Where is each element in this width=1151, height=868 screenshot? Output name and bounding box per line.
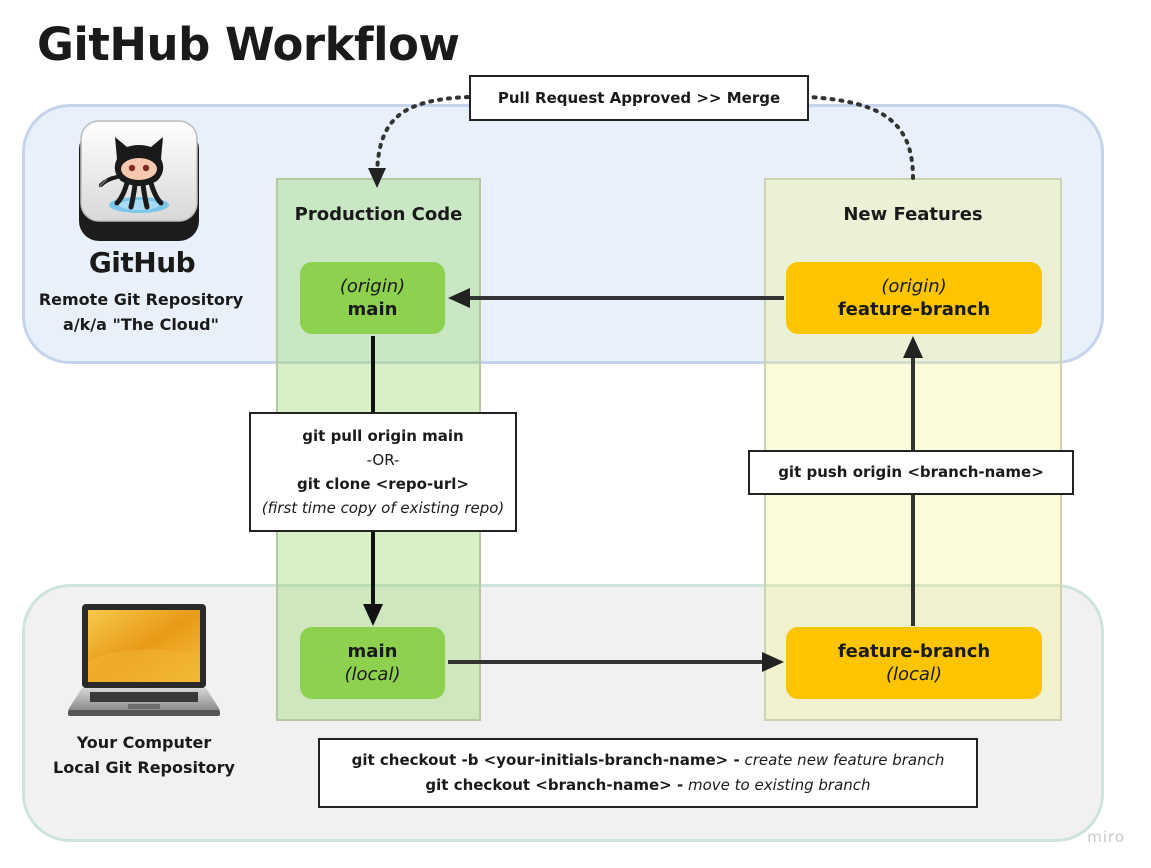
merge-arrowhead (368, 168, 386, 188)
github-wordmark: GitHub (88, 246, 196, 279)
local-main-top: main (347, 641, 398, 662)
origin-feature-top: (origin) (881, 276, 947, 297)
checkout-new-line: git checkout -b <your-initials-branch-na… (352, 748, 945, 773)
computer-caption-line2: Local Git Repository (53, 758, 235, 777)
push-label: git push origin <branch-name> (748, 450, 1074, 495)
merge-label-text: Pull Request Approved >> Merge (497, 88, 781, 107)
github-caption-line2: a/k/a "The Cloud" (63, 315, 219, 334)
origin-feature-bottom: feature-branch (837, 299, 991, 320)
local-feature-node: feature-branch (local) (786, 627, 1042, 699)
computer-caption-line1: Your Computer (76, 733, 212, 752)
clone-note: (first time copy of existing repo) (261, 499, 505, 517)
local-main-bottom: (local) (344, 664, 401, 685)
or-separator: -OR- (366, 451, 400, 469)
laptop-icon (66, 602, 222, 722)
pull-command: git pull origin main (302, 427, 464, 445)
checkout-existing-note: move to existing branch (687, 776, 871, 794)
checkout-existing-command: git checkout <branch-name> - (425, 776, 684, 794)
octocat-icon (77, 119, 201, 243)
checkout-label: git checkout -b <your-initials-branch-na… (318, 738, 978, 808)
github-caption-line1: Remote Git Repository (38, 290, 244, 309)
checkout-new-note: create new feature branch (744, 751, 945, 769)
pull-clone-label: git pull origin main -OR- git clone <rep… (249, 412, 517, 532)
local-feature-bottom: (local) (886, 664, 942, 685)
local-feature-top: feature-branch (837, 641, 991, 662)
new-features-title: New Features (843, 204, 983, 225)
checkout-existing-line: git checkout <branch-name> - move to exi… (425, 773, 870, 798)
page-title: GitHub Workflow (37, 18, 460, 71)
local-main-node: main (local) (300, 627, 445, 699)
merge-label: Pull Request Approved >> Merge (469, 75, 809, 121)
push-command: git push origin <branch-name> (778, 463, 1044, 481)
origin-main-bottom: main (347, 299, 398, 320)
merge-dotted-arrow-right (808, 95, 915, 180)
origin-main-top: (origin) (339, 276, 406, 297)
merge-dotted-arrow-left (375, 95, 470, 178)
origin-feature-node: (origin) feature-branch (786, 262, 1042, 334)
production-code-title: Production Code (294, 204, 463, 225)
origin-main-node: (origin) main (300, 262, 445, 334)
clone-command: git clone <repo-url> (297, 475, 469, 493)
checkout-new-command: git checkout -b <your-initials-branch-na… (351, 751, 740, 769)
miro-watermark: miro (1087, 828, 1125, 846)
